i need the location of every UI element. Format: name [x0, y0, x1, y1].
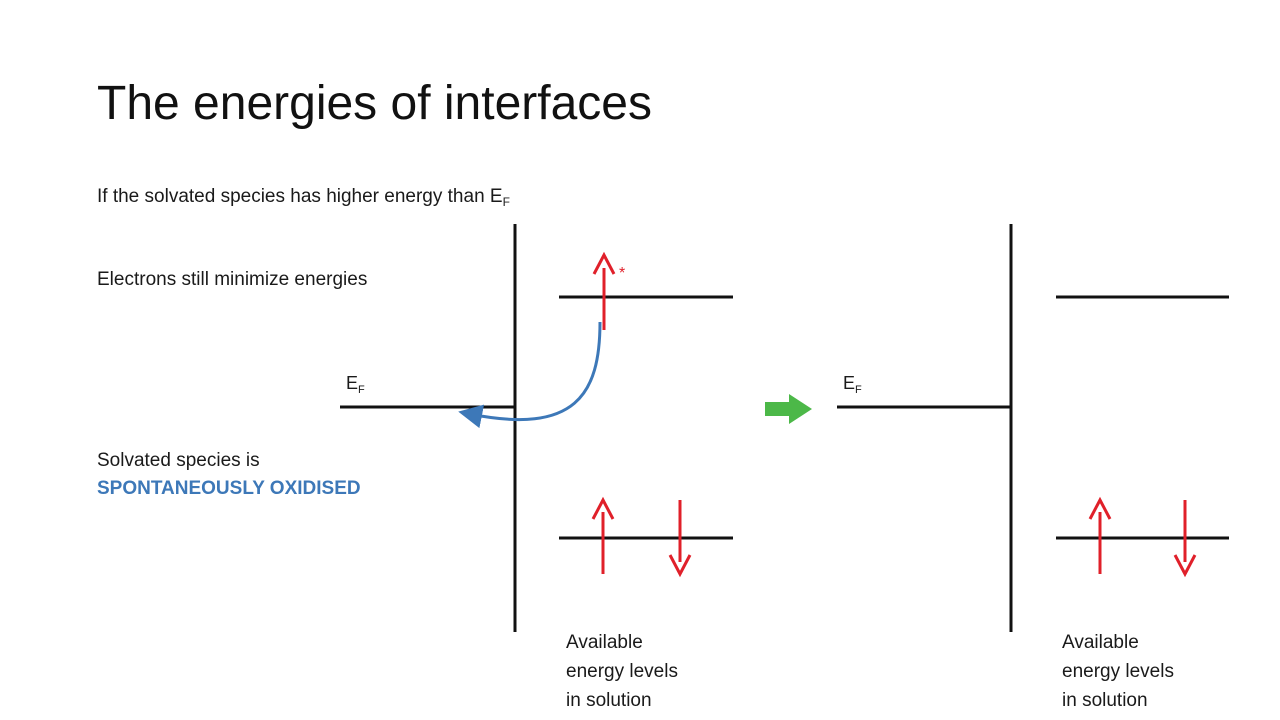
excited-marker: *	[619, 265, 625, 282]
right-caption: Available energy levels in solution	[1062, 628, 1174, 715]
condition-text: If the solvated species has higher energ…	[97, 186, 510, 209]
right-spin-down-arrow	[1173, 500, 1197, 578]
left-excited-electron-arrow	[592, 251, 616, 330]
right-panel: EF	[837, 224, 1229, 632]
left-caption-line2: energy levels	[566, 661, 678, 682]
left-spin-up-arrow	[591, 496, 615, 574]
note-oxidised-line1: Solvated species is	[97, 450, 260, 471]
condition-subscript: F	[502, 195, 510, 209]
left-caption-line3: in solution	[566, 690, 652, 711]
note-minimize-energies: Electrons still minimize energies	[97, 269, 368, 290]
slide-title: The energies of interfaces	[97, 77, 652, 130]
right-spin-up-arrow	[1088, 496, 1112, 574]
note-oxidised-line2: SPONTANEOUSLY OXIDISED	[97, 478, 361, 499]
right-caption-line1: Available	[1062, 632, 1139, 653]
left-caption: Available energy levels in solution	[566, 628, 678, 715]
left-fermi-label: EF	[346, 373, 365, 396]
left-caption-line1: Available	[566, 632, 643, 653]
right-fermi-label: EF	[843, 373, 862, 396]
electron-transfer-arrow	[458, 321, 602, 429]
process-arrow	[765, 394, 812, 424]
left-spin-down-arrow	[668, 500, 692, 578]
left-panel: EF *	[340, 224, 733, 632]
right-caption-line3: in solution	[1062, 690, 1148, 711]
right-caption-line2: energy levels	[1062, 661, 1174, 682]
condition-main: If the solvated species has higher energ…	[97, 186, 503, 207]
